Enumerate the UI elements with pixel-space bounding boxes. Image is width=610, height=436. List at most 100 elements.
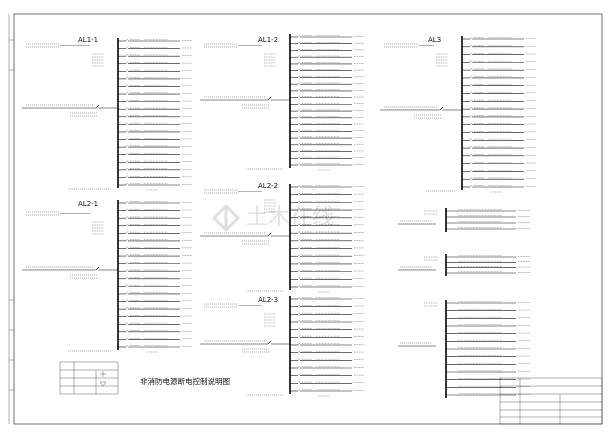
circuit-row bbox=[462, 161, 536, 164]
circuit-row bbox=[290, 388, 364, 392]
breaker-symbol bbox=[125, 152, 129, 155]
breaker-symbol bbox=[125, 61, 129, 64]
breaker-symbol bbox=[297, 55, 301, 58]
circuit-row bbox=[290, 34, 364, 38]
circuit-row bbox=[290, 162, 364, 166]
circuit-row bbox=[118, 160, 192, 163]
breaker-symbol bbox=[125, 175, 129, 178]
circuit-row bbox=[118, 114, 192, 118]
circuit-row bbox=[290, 269, 364, 272]
breaker-symbol bbox=[125, 344, 129, 348]
circuit-row bbox=[290, 115, 364, 119]
circuit-row bbox=[118, 299, 192, 302]
circuit-row bbox=[290, 342, 364, 346]
main-breaker-symbol bbox=[439, 106, 462, 111]
circuit-row bbox=[462, 184, 536, 188]
breaker-symbol bbox=[297, 102, 301, 105]
circuit-row bbox=[118, 182, 192, 186]
breaker-symbol bbox=[125, 160, 129, 163]
circuit-row bbox=[118, 167, 192, 171]
circuit-row bbox=[118, 306, 192, 310]
circuit-row bbox=[462, 68, 536, 71]
circuit-row bbox=[118, 107, 192, 110]
breaker-symbol bbox=[297, 312, 301, 315]
circuit-row bbox=[462, 60, 536, 63]
circuit-row bbox=[290, 149, 364, 152]
breaker-symbol bbox=[469, 177, 473, 180]
circuit-row bbox=[118, 137, 192, 140]
circuit-row bbox=[290, 41, 364, 45]
breaker-symbol bbox=[125, 253, 129, 257]
breaker-symbol bbox=[125, 76, 129, 80]
breaker-symbol bbox=[125, 46, 129, 49]
breaker-symbol bbox=[125, 54, 129, 57]
small-panel bbox=[398, 300, 530, 398]
breaker-symbol bbox=[469, 161, 473, 164]
breaker-symbol bbox=[469, 91, 473, 94]
breaker-symbol bbox=[125, 99, 129, 102]
circuit-row bbox=[118, 314, 192, 317]
circuit-row bbox=[462, 99, 536, 102]
circuit-row bbox=[290, 129, 364, 132]
breaker-symbol bbox=[297, 231, 301, 234]
circuit-row bbox=[290, 327, 364, 330]
breaker-symbol bbox=[297, 277, 301, 280]
breaker-symbol bbox=[297, 135, 301, 139]
panel-title: AL1-1 bbox=[78, 36, 98, 44]
breaker-symbol bbox=[125, 129, 129, 133]
circuit-row bbox=[462, 36, 536, 40]
breaker-symbol bbox=[125, 269, 129, 272]
breaker-symbol bbox=[125, 216, 129, 219]
panel-title: AL1-2 bbox=[258, 36, 278, 44]
breaker-symbol bbox=[297, 215, 301, 218]
circuit-row bbox=[290, 156, 364, 159]
breaker-symbol bbox=[297, 41, 301, 44]
panel-title: AL3 bbox=[428, 36, 441, 44]
breaker-symbol bbox=[297, 358, 301, 361]
circuit-row bbox=[118, 54, 192, 57]
circuit-row bbox=[462, 75, 536, 79]
breaker-symbol bbox=[297, 284, 301, 288]
circuit-row bbox=[290, 358, 364, 361]
breaker-symbol bbox=[469, 106, 473, 110]
circuit-row bbox=[462, 130, 536, 133]
breaker-symbol bbox=[297, 184, 301, 188]
breaker-symbol bbox=[297, 48, 301, 51]
breaker-symbol bbox=[297, 156, 301, 159]
circuit-row bbox=[290, 68, 364, 71]
breaker-symbol bbox=[469, 130, 473, 133]
breaker-symbol bbox=[125, 284, 129, 287]
breaker-symbol bbox=[297, 82, 301, 85]
circuit-row bbox=[290, 350, 364, 353]
breaker-symbol bbox=[297, 381, 301, 384]
circuit-row bbox=[462, 177, 536, 180]
circuit-row bbox=[290, 95, 364, 98]
circuit-row bbox=[446, 385, 530, 388]
main-breaker-symbol bbox=[267, 232, 290, 237]
breaker-symbol bbox=[297, 95, 301, 98]
circuit-row bbox=[446, 260, 530, 263]
small-panel bbox=[398, 254, 530, 276]
circuit-row bbox=[446, 347, 530, 350]
breaker-symbol bbox=[469, 138, 473, 141]
circuit-row bbox=[118, 175, 192, 178]
circuit-row bbox=[446, 271, 530, 274]
circuit-row bbox=[118, 344, 192, 348]
breaker-symbol bbox=[297, 304, 301, 307]
sheet-border bbox=[13, 13, 603, 425]
circuit-row bbox=[462, 169, 536, 172]
circuit-row bbox=[118, 152, 192, 155]
small-panel bbox=[398, 208, 530, 232]
breaker-symbol bbox=[297, 108, 301, 112]
breaker-symbol bbox=[297, 261, 301, 265]
breaker-symbol bbox=[297, 327, 301, 330]
breaker-symbol bbox=[125, 167, 129, 170]
panel-al2-1: AL2-1 bbox=[22, 200, 192, 353]
breaker-symbol bbox=[469, 68, 473, 71]
circuit-row bbox=[462, 145, 536, 149]
breaker-symbol bbox=[469, 184, 473, 188]
breaker-symbol bbox=[297, 61, 301, 65]
circuit-row bbox=[290, 192, 364, 195]
breaker-symbol bbox=[125, 137, 129, 140]
circuit-row bbox=[290, 312, 364, 315]
